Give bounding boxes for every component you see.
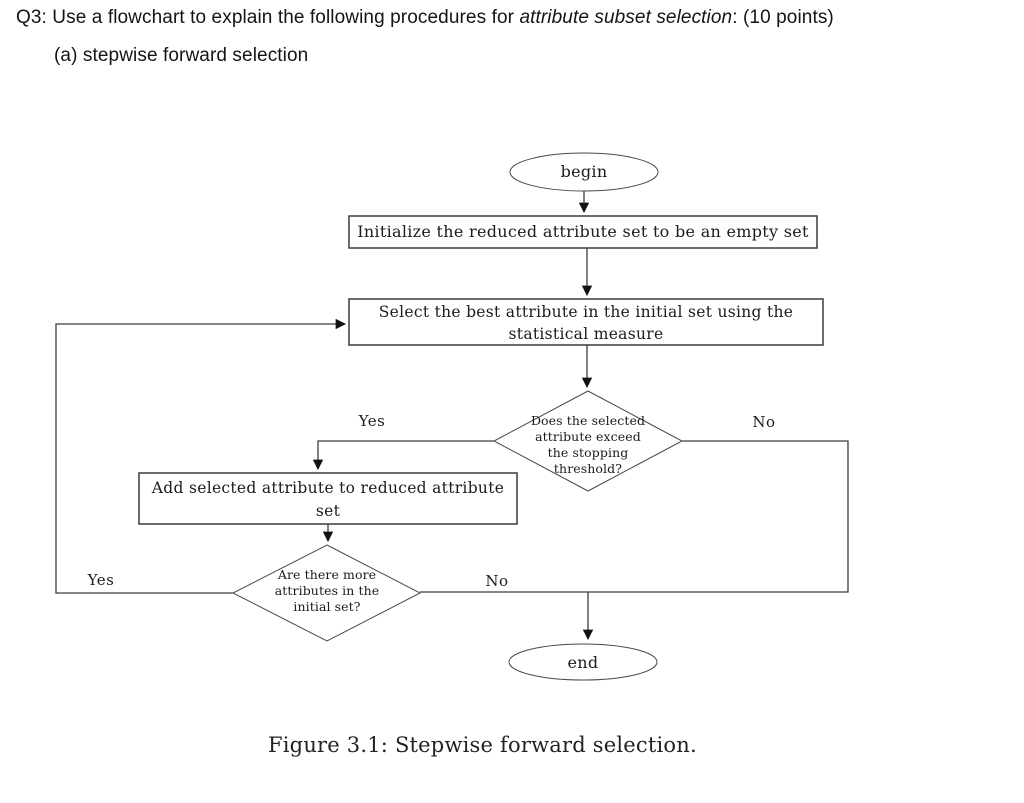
question-suffix: : (10 points) <box>732 7 834 28</box>
threshold-line-2: attribute exceed <box>535 429 641 444</box>
threshold-line-3: the stopping <box>547 445 629 460</box>
more-yes-label: Yes <box>87 571 115 589</box>
select-best-line-2: statistical measure <box>508 325 664 343</box>
select-best-line-1: Select the best attribute in the initial… <box>378 303 794 321</box>
initialize-label: Initialize the reduced attribute set to … <box>357 222 809 241</box>
add-attribute-label: Add selected attribute to reduced attrib… <box>139 477 517 523</box>
question-italic-phrase: attribute subset selection <box>519 7 733 28</box>
more-attributes-line-2: attributes in the <box>274 583 380 598</box>
end-oval <box>508 643 658 681</box>
threshold-no-label: No <box>752 413 776 431</box>
question-text: Q3: Use a flowchart to explain the follo… <box>16 7 834 29</box>
select-best-box <box>348 298 824 346</box>
connector-threshold-yes-to-add <box>312 440 494 471</box>
select-best-label: Select the best attribute in the initial… <box>349 301 823 345</box>
threshold-line-1: Does the selected <box>530 413 646 428</box>
question-subitem: (a) stepwise forward selection <box>54 45 309 66</box>
add-attribute-line-2: set <box>315 502 341 520</box>
add-attribute-box <box>138 472 518 525</box>
initialize-box <box>348 215 818 249</box>
begin-oval <box>509 152 659 192</box>
connector-threshold-no-path <box>420 440 849 593</box>
more-attributes-line-3: initial set? <box>293 599 361 614</box>
more-attributes-line-1: Are there more <box>277 567 377 582</box>
figure-caption: Figure 3.1: Stepwise forward selection. <box>268 733 697 757</box>
more-attributes-decision-diamond <box>231 544 422 642</box>
threshold-decision-diamond <box>492 390 684 492</box>
question-prefix: Q3: Use a flowchart to explain the follo… <box>16 7 520 28</box>
threshold-decision-label: Does the selected attribute exceed the s… <box>508 413 668 477</box>
more-no-label: No <box>485 572 509 590</box>
connector-more-yes-loop-to-select <box>55 318 347 594</box>
end-label: end <box>567 653 599 672</box>
threshold-yes-label: Yes <box>358 412 386 430</box>
add-attribute-line-1: Add selected attribute to reduced attrib… <box>151 479 505 497</box>
begin-label: begin <box>560 162 608 181</box>
threshold-line-4: threshold? <box>553 461 623 476</box>
more-attributes-decision-label: Are there more attributes in the initial… <box>247 567 407 615</box>
